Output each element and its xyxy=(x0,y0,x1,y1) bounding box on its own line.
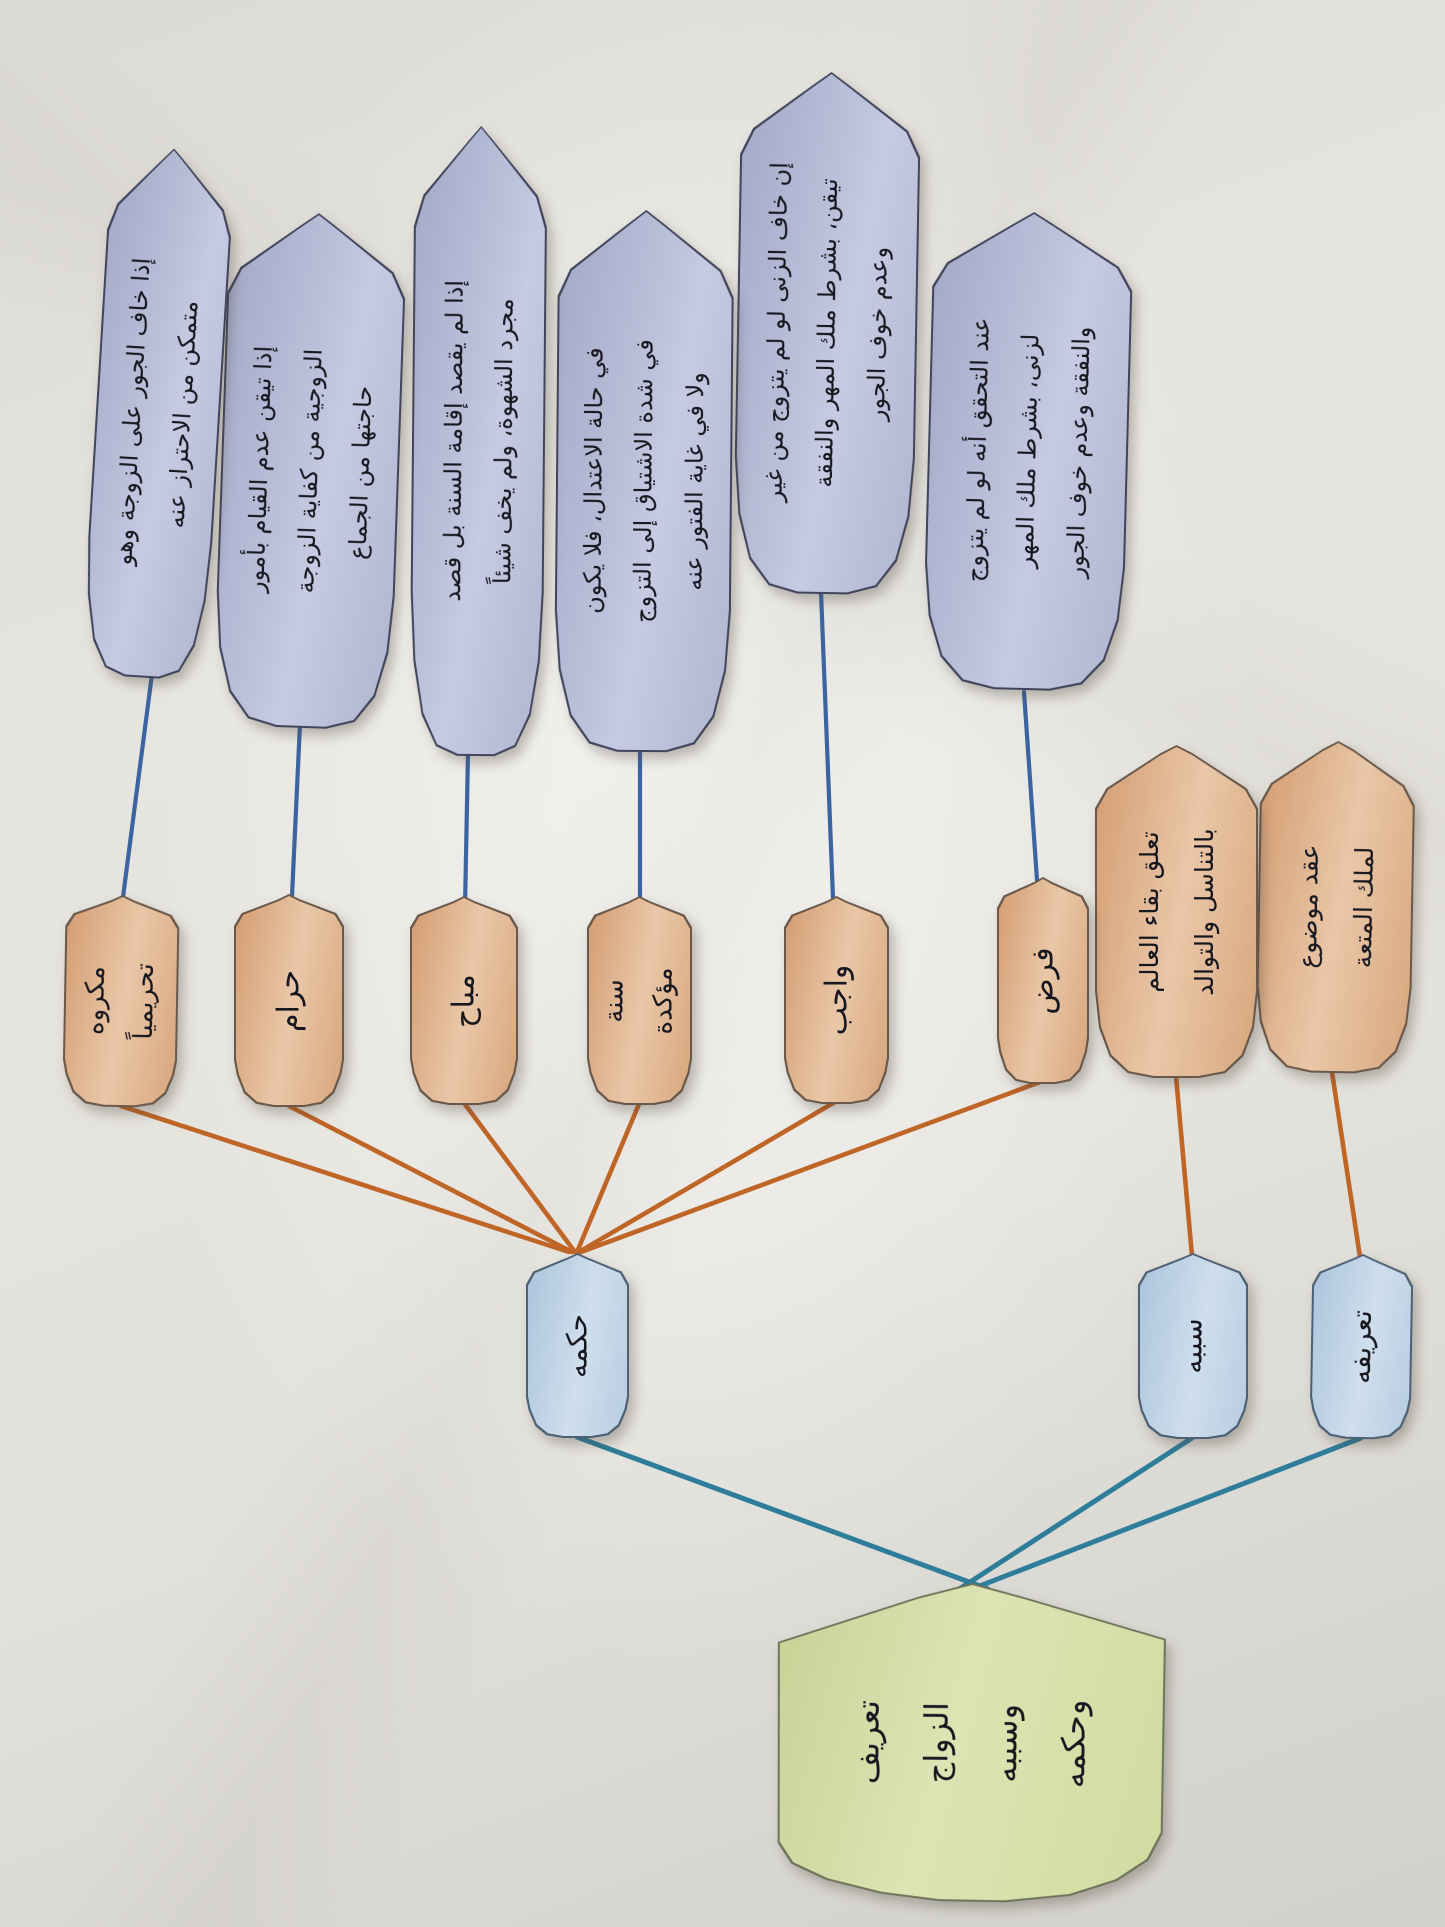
haram-detail-text: إذا تيقن عدم القيام بأمور الزوجية من كفا… xyxy=(241,344,378,594)
definition-detail-text: عقد موضوع لملك المتعة xyxy=(1292,844,1379,969)
node-fill xyxy=(999,879,1087,1082)
connector-mubah-detail xyxy=(462,750,471,911)
sunnah-detail-node: في حالة الاعتدال، فلا يكون في شدة الاشتي… xyxy=(554,209,735,753)
fard-node: فرض xyxy=(997,877,1089,1084)
connector-root-cause xyxy=(944,1435,1195,1600)
ruling-label: حكمه xyxy=(560,1313,594,1378)
definition-detail-node: عقد موضوع لملك المتعة xyxy=(1255,740,1416,1075)
cause-label: سببه xyxy=(1175,1318,1209,1374)
ruling-node: حكمه xyxy=(526,1253,629,1438)
cause-detail-text: تعلق بقاء العالم بالتناسل والتوالد xyxy=(1134,827,1219,996)
haram-node: حرام xyxy=(234,894,344,1107)
wajib-node: واجب xyxy=(784,896,889,1104)
cause-detail-node: تعلق بقاء العالم بالتناسل والتوالد xyxy=(1095,745,1258,1078)
connector-cause xyxy=(1173,1073,1195,1259)
root-node: تعريف الزواج وسببه وحكمه xyxy=(776,1581,1167,1903)
wajib-detail-text: إن خاف الزنى لو لم يتزوج من غير تيقن، بش… xyxy=(759,161,893,503)
connector-sunnah xyxy=(574,1101,642,1255)
connector-fard xyxy=(578,1079,1043,1255)
fard-detail-node: عند التحقق أنه لو لم يتزوج لزنى، بشرط مل… xyxy=(922,209,1134,692)
mubah-node: مباح xyxy=(410,896,518,1105)
node-fill xyxy=(236,896,342,1105)
connector-definition xyxy=(1329,1069,1363,1260)
connector-haram-detail xyxy=(289,721,303,899)
connector-mubah xyxy=(461,1100,578,1255)
node-fill xyxy=(528,1255,627,1436)
definition-label: تعريفه xyxy=(1343,1309,1378,1384)
node-fill xyxy=(589,898,690,1103)
node-fill xyxy=(412,898,516,1103)
sunnah-label: سنة مؤكدة xyxy=(599,967,679,1035)
mubah-label: مباح xyxy=(446,973,482,1028)
wajib-label: واجب xyxy=(819,964,854,1036)
node-fill xyxy=(1097,747,1256,1076)
connector-root-definition xyxy=(938,1435,1364,1604)
makruh-node: مكروه تحريمياً xyxy=(62,894,180,1108)
connector-makruh xyxy=(118,1103,572,1255)
wajib-detail-node: إن خاف الزنى لو لم يتزوج من غير تيقن، بش… xyxy=(732,70,921,595)
cause-node: سببه xyxy=(1138,1253,1248,1439)
definition-node: تعريفه xyxy=(1309,1253,1413,1440)
sunnah-node: سنة مؤكدة xyxy=(587,896,692,1105)
mubah-detail-text: إذا لم يقصد إقامة السنة بل قصد مجرد الشه… xyxy=(437,279,519,602)
root-label: تعريف الزواج وسببه وحكمه xyxy=(848,1698,1094,1788)
fard-label: فرض xyxy=(1025,946,1061,1015)
connector-makruh-detail xyxy=(120,671,155,900)
fard-detail-text: عند التحقق أنه لو لم يتزوج لزنى، بشرط مل… xyxy=(959,317,1096,583)
haram-detail-node: إذا تيقن عدم القيام بأمور الزوجية من كفا… xyxy=(212,210,408,731)
connector-haram xyxy=(286,1103,575,1255)
node-fill xyxy=(786,898,887,1102)
connector-root-ruling xyxy=(574,1434,991,1592)
sunnah-detail-text: في حالة الاعتدال، فلا يكون في شدة الاشتي… xyxy=(578,339,710,623)
node-fill xyxy=(1140,1255,1246,1437)
makruh-label: مكروه تحريمياً xyxy=(80,962,161,1040)
connector-wajib xyxy=(576,1099,838,1255)
mubah-detail-node: إذا لم يقصد إقامة السنة بل قصد مجرد الشه… xyxy=(409,125,547,756)
connector-fard-detail xyxy=(1021,689,1040,883)
connector-wajib-detail xyxy=(818,589,836,901)
haram-label: حرام xyxy=(271,969,307,1032)
